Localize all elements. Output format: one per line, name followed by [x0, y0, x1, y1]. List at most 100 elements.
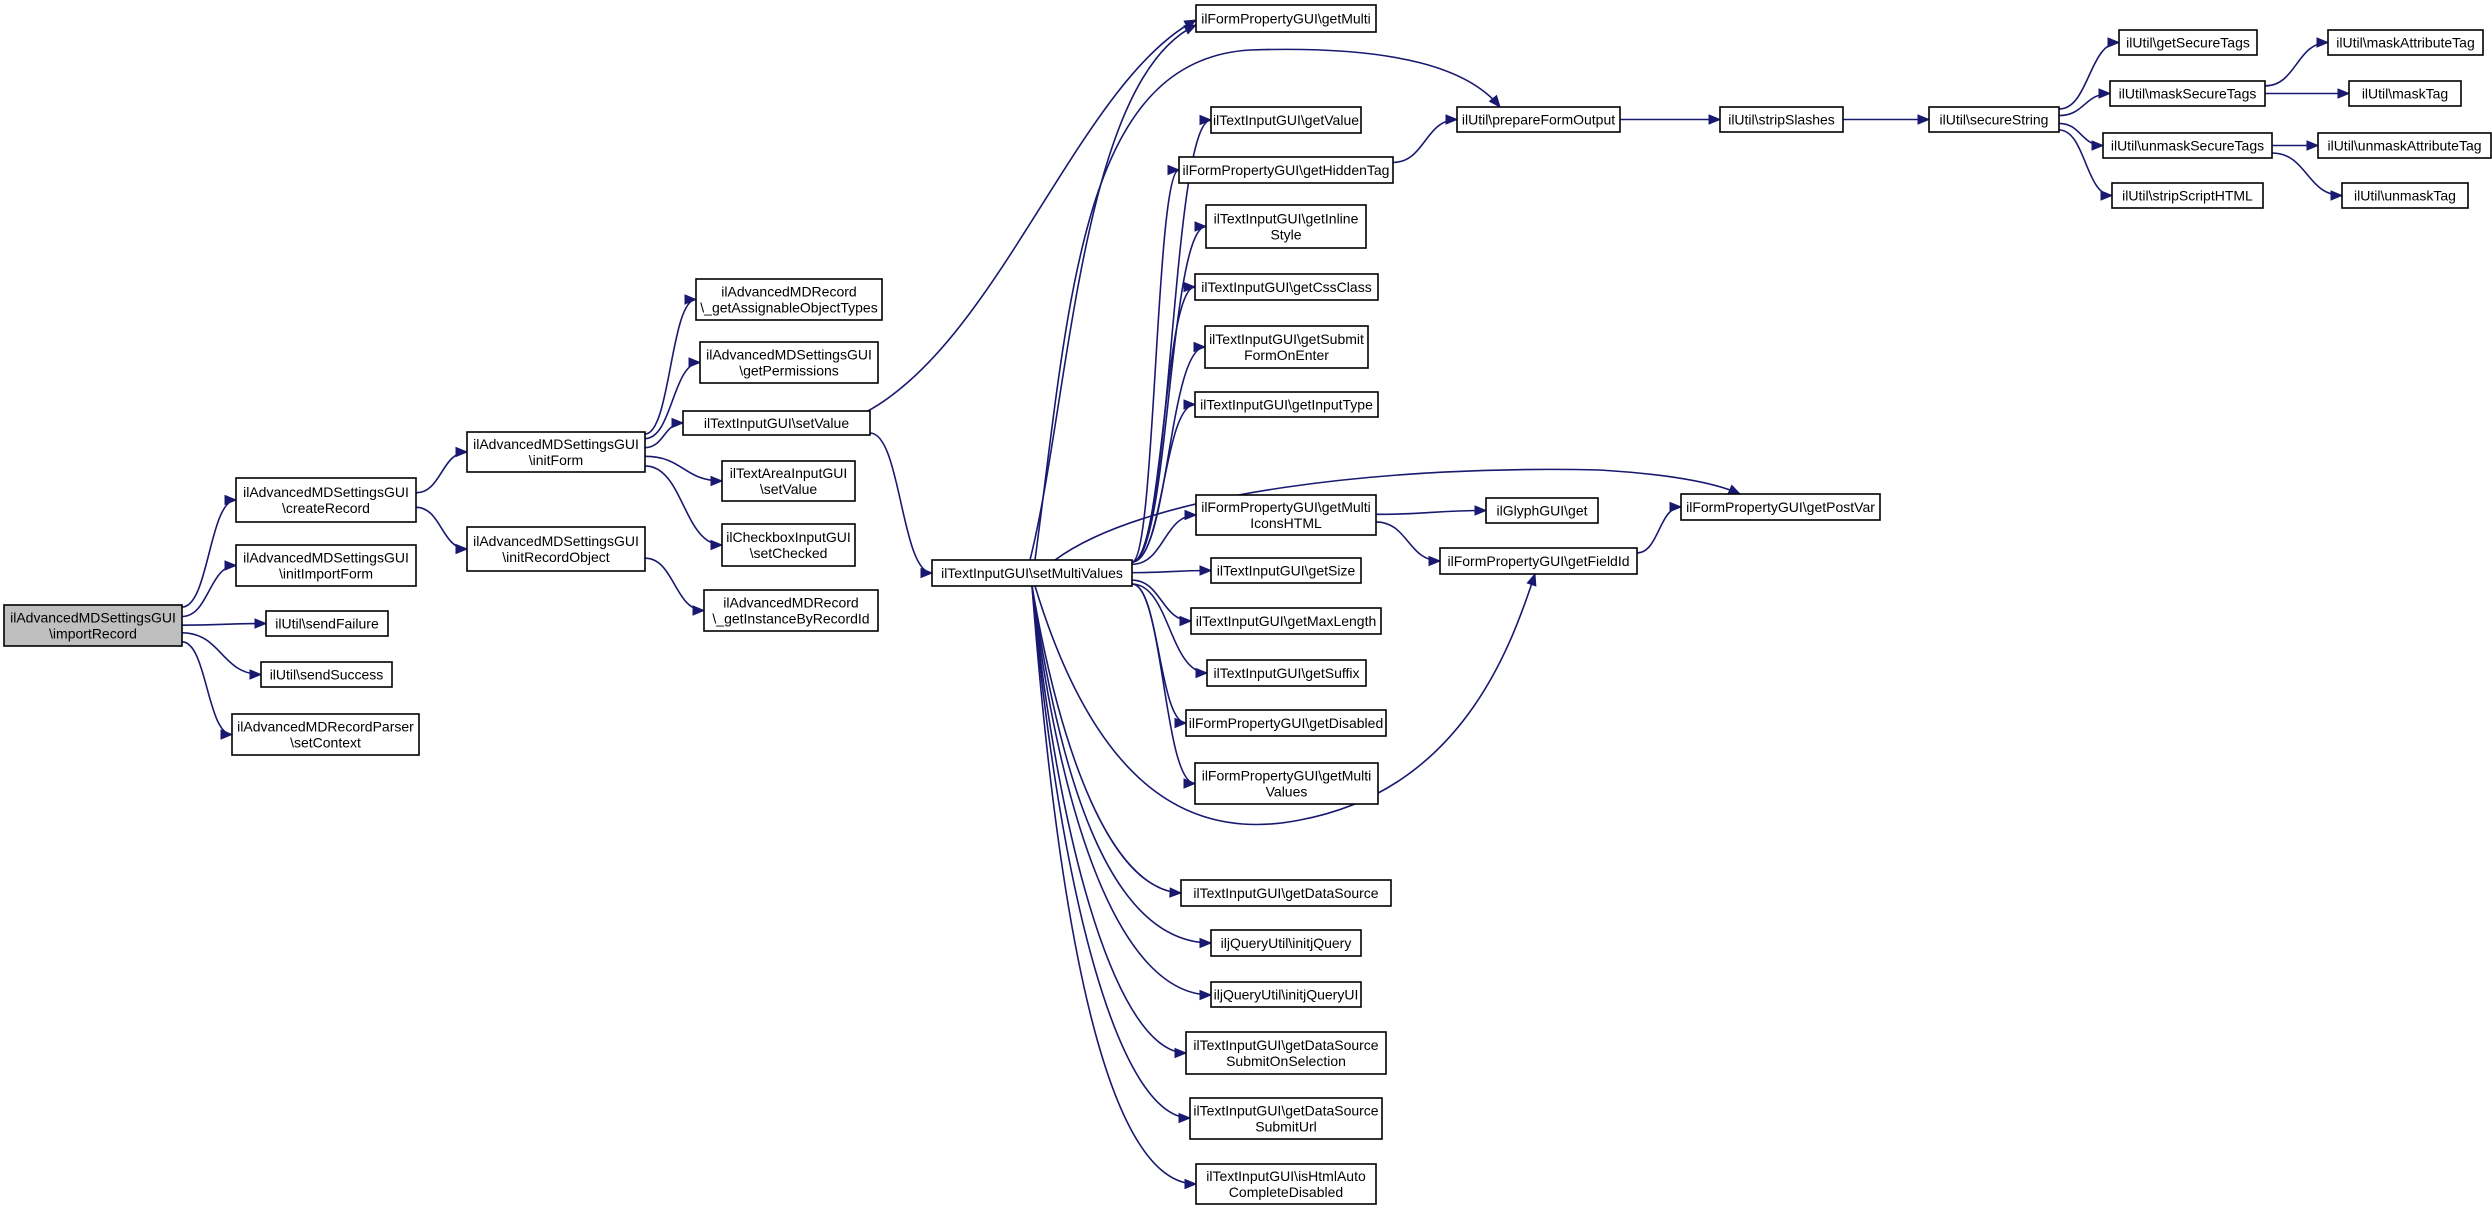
node-box[interactable] — [1210, 557, 1362, 584]
node-n13[interactable]: ilAdvancedMDRecord\_getInstanceByRecordI… — [703, 589, 879, 632]
node-box[interactable] — [2327, 29, 2484, 56]
node-n39[interactable]: ilUtil\unmaskSecureTags — [2102, 132, 2273, 159]
node-box[interactable] — [1210, 106, 1362, 134]
node-box[interactable] — [1206, 659, 1367, 687]
node-box[interactable] — [1195, 4, 1377, 33]
node-box[interactable] — [721, 523, 856, 567]
node-n46[interactable]: ilFormPropertyGUI\getFieldId — [1439, 547, 1638, 575]
node-n6[interactable]: ilAdvancedMDSettingsGUI\initForm — [466, 431, 646, 473]
edge-n14-n15 — [1029, 24, 1197, 561]
node-box[interactable] — [1178, 156, 1394, 184]
node-box[interactable] — [2118, 29, 2258, 56]
node-n12[interactable]: ilCheckboxInputGUI\setChecked — [721, 523, 856, 567]
node-n2[interactable]: ilAdvancedMDSettingsGUI\initImportForm — [235, 544, 417, 587]
node-n28[interactable]: ilTextInputGUI\getDataSource — [1180, 879, 1392, 907]
node-box[interactable] — [1210, 981, 1362, 1008]
node-n29[interactable]: iljQueryUtil\initjQuery — [1210, 929, 1362, 957]
node-n43[interactable]: ilUtil\unmaskAttributeTag — [2317, 132, 2492, 159]
node-box[interactable] — [1205, 204, 1367, 249]
node-n38[interactable]: ilUtil\maskSecureTags — [2109, 80, 2266, 107]
node-n14[interactable]: ilTextInputGUI\setMultiValues — [931, 559, 1133, 587]
node-box[interactable] — [682, 410, 871, 436]
node-n9[interactable]: ilAdvancedMDSettingsGUI\getPermissions — [699, 341, 879, 384]
node-box[interactable] — [721, 460, 856, 502]
node-n8[interactable]: ilAdvancedMDRecord\_getAssignableObjectT… — [695, 278, 883, 321]
node-box[interactable] — [2341, 182, 2469, 209]
node-n37[interactable]: ilUtil\getSecureTags — [2118, 29, 2258, 56]
node-box[interactable] — [2348, 80, 2462, 107]
node-n16[interactable]: ilTextInputGUI\getValue — [1210, 106, 1362, 134]
node-box[interactable] — [1180, 879, 1392, 907]
node-n36[interactable]: ilUtil\secureString — [1928, 106, 2060, 133]
node-n19[interactable]: ilTextInputGUI\getCssClass — [1194, 273, 1379, 301]
node-box[interactable] — [1928, 106, 2060, 133]
node-box[interactable] — [1190, 607, 1382, 635]
node-n35[interactable]: ilUtil\stripSlashes — [1719, 106, 1844, 133]
node-box[interactable] — [1194, 762, 1379, 805]
node-box[interactable] — [466, 431, 646, 473]
node-box[interactable] — [1189, 1097, 1383, 1140]
node-box[interactable] — [1439, 547, 1638, 575]
node-n0[interactable]: ilAdvancedMDSettingsGUI\importRecord — [3, 604, 183, 647]
node-box[interactable] — [265, 610, 389, 637]
node-n47[interactable]: ilFormPropertyGUI\getPostVar — [1680, 493, 1881, 521]
node-box[interactable] — [695, 278, 883, 321]
node-box[interactable] — [1204, 325, 1369, 369]
node-n4[interactable]: ilUtil\sendSuccess — [260, 661, 393, 688]
arrowhead-n14-n31 — [1174, 1047, 1188, 1059]
node-n30[interactable]: iljQueryUtil\initjQueryUI — [1210, 981, 1362, 1008]
node-n40[interactable]: ilUtil\stripScriptHTML — [2111, 182, 2264, 209]
node-box[interactable] — [931, 559, 1133, 587]
node-box[interactable] — [1719, 106, 1844, 133]
node-box[interactable] — [2111, 182, 2264, 209]
node-n3[interactable]: ilUtil\sendFailure — [265, 610, 389, 637]
node-box[interactable] — [703, 589, 879, 632]
node-box[interactable] — [231, 713, 420, 756]
node-box[interactable] — [1195, 494, 1377, 536]
node-n44[interactable]: ilUtil\unmaskTag — [2341, 182, 2469, 209]
node-box[interactable] — [235, 544, 417, 587]
node-box[interactable] — [1194, 273, 1379, 301]
node-box[interactable] — [1680, 493, 1881, 521]
node-n24[interactable]: ilTextInputGUI\getMaxLength — [1190, 607, 1382, 635]
node-n26[interactable]: ilFormPropertyGUI\getDisabled — [1185, 709, 1387, 737]
edge-n0-n1 — [181, 499, 237, 608]
node-n21[interactable]: ilTextInputGUI\getInputType — [1194, 391, 1379, 418]
node-box[interactable] — [1195, 1163, 1377, 1205]
node-box[interactable] — [1456, 106, 1621, 133]
node-n45[interactable]: ilGlyphGUI\get — [1485, 497, 1599, 524]
node-n42[interactable]: ilUtil\maskTag — [2348, 80, 2462, 107]
node-box[interactable] — [2109, 80, 2266, 107]
node-box[interactable] — [699, 341, 879, 384]
node-box[interactable] — [1185, 1031, 1387, 1075]
node-n7[interactable]: ilAdvancedMDSettingsGUI\initRecordObject — [466, 526, 646, 572]
node-box[interactable] — [1210, 929, 1362, 957]
node-box[interactable] — [1485, 497, 1599, 524]
node-n23[interactable]: ilTextInputGUI\getSize — [1210, 557, 1362, 584]
node-box[interactable] — [235, 477, 417, 523]
node-box[interactable] — [2317, 132, 2492, 159]
node-n25[interactable]: ilTextInputGUI\getSuffix — [1206, 659, 1367, 687]
node-label: ilAdvancedMDSettingsGUI — [243, 484, 409, 500]
node-box[interactable] — [260, 661, 393, 688]
node-box[interactable] — [1185, 709, 1387, 737]
node-box[interactable] — [466, 526, 646, 572]
node-n33[interactable]: ilTextInputGUI\isHtmlAutoCompleteDisable… — [1195, 1163, 1377, 1205]
node-n34[interactable]: ilUtil\prepareFormOutput — [1456, 106, 1621, 133]
node-n15[interactable]: ilFormPropertyGUI\getMulti — [1195, 4, 1377, 33]
node-box[interactable] — [2102, 132, 2273, 159]
node-n41[interactable]: ilUtil\maskAttributeTag — [2327, 29, 2484, 56]
node-n1[interactable]: ilAdvancedMDSettingsGUI\createRecord — [235, 477, 417, 523]
node-n17[interactable]: ilFormPropertyGUI\getHiddenTag — [1178, 156, 1394, 184]
node-box[interactable] — [3, 604, 183, 647]
node-box[interactable] — [1194, 391, 1379, 418]
node-n11[interactable]: ilTextAreaInputGUI\setValue — [721, 460, 856, 502]
node-n5[interactable]: ilAdvancedMDRecordParser\setContext — [231, 713, 420, 756]
node-n10[interactable]: ilTextInputGUI\setValue — [682, 410, 871, 436]
node-n31[interactable]: ilTextInputGUI\getDataSourceSubmitOnSele… — [1185, 1031, 1387, 1075]
